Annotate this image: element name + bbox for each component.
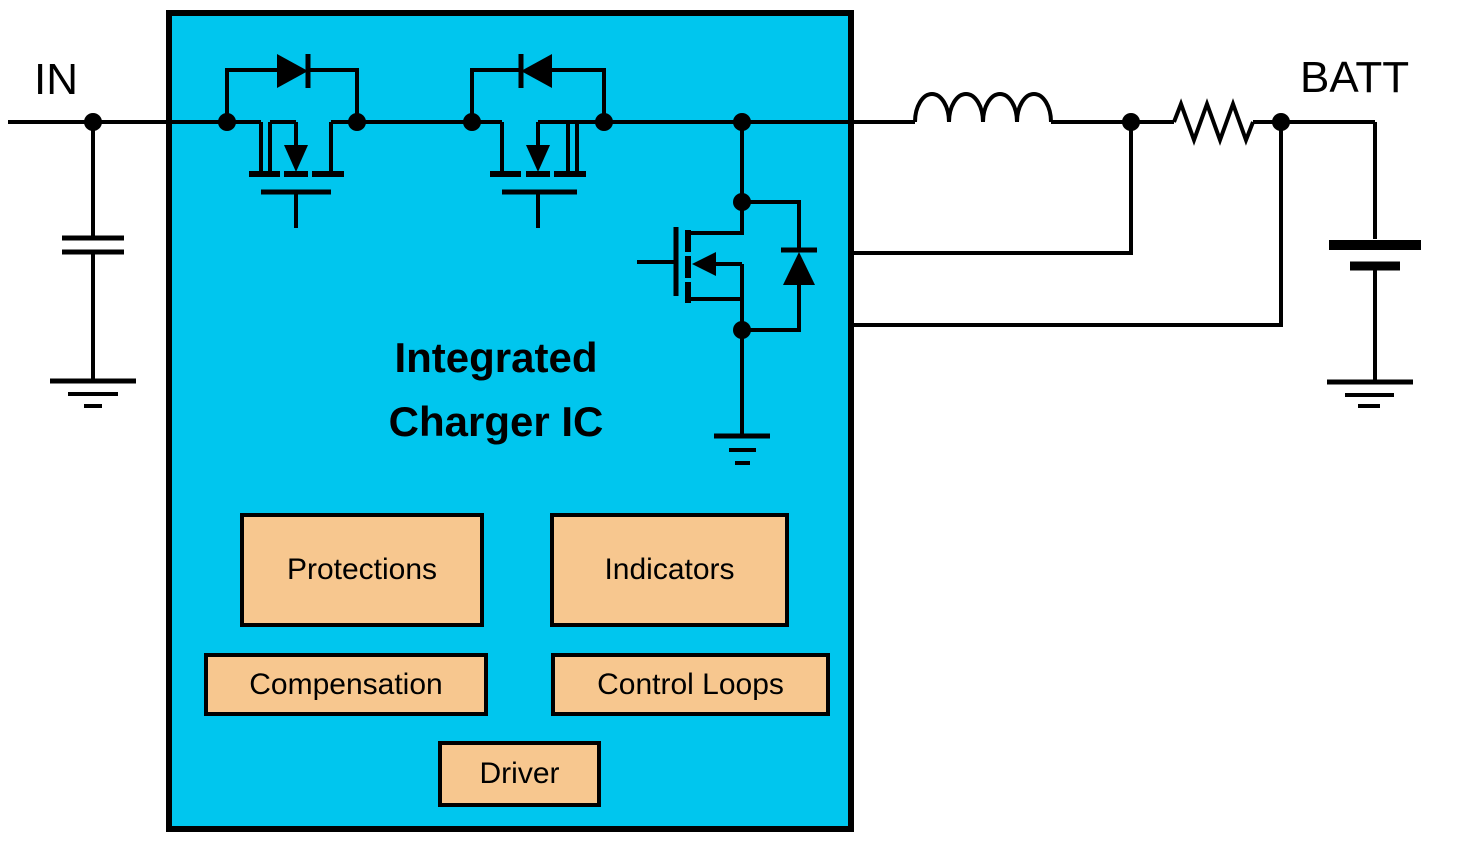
block-driver-label: Driver xyxy=(479,757,560,790)
q3-body-diode xyxy=(742,200,817,332)
ic-title-line2: Charger IC xyxy=(388,398,604,445)
ic-title: Integrated Charger IC xyxy=(336,326,656,454)
battery xyxy=(1329,240,1421,380)
ic-title-line1: Integrated xyxy=(394,334,598,381)
block-compensation: Compensation xyxy=(204,653,488,716)
low-side-mosfet-q3 xyxy=(637,122,744,330)
battery-terminal-label: BATT xyxy=(1300,53,1410,102)
block-control-loops: Control Loops xyxy=(551,653,830,716)
block-protections-label: Protections xyxy=(286,553,438,586)
blocking-mosfet-q2 xyxy=(490,120,603,228)
block-driver: Driver xyxy=(438,741,601,807)
block-control-loops-label: Control Loops xyxy=(597,667,784,701)
inductor xyxy=(913,92,1053,123)
q1-parallel-diode xyxy=(225,54,359,122)
block-compensation-label: Compensation xyxy=(249,667,443,701)
blocking-mosfet-q1 xyxy=(249,120,344,228)
q2-parallel-diode xyxy=(470,54,606,122)
input-terminal-label: IN xyxy=(34,55,78,104)
block-indicators-label: Indicators xyxy=(604,553,735,586)
power-rail-wire xyxy=(8,120,1377,239)
block-indicators: Indicators xyxy=(550,513,789,627)
current-sense-resistor xyxy=(1172,98,1255,146)
sense-feedback-lines xyxy=(852,122,1283,327)
q3-ground-icon xyxy=(714,330,770,465)
input-capacitor xyxy=(62,122,124,379)
input-ground-icon xyxy=(50,378,136,408)
block-protections: Protections xyxy=(240,513,484,627)
battery-ground-icon xyxy=(1327,379,1413,408)
junction-nodes xyxy=(84,113,1290,339)
